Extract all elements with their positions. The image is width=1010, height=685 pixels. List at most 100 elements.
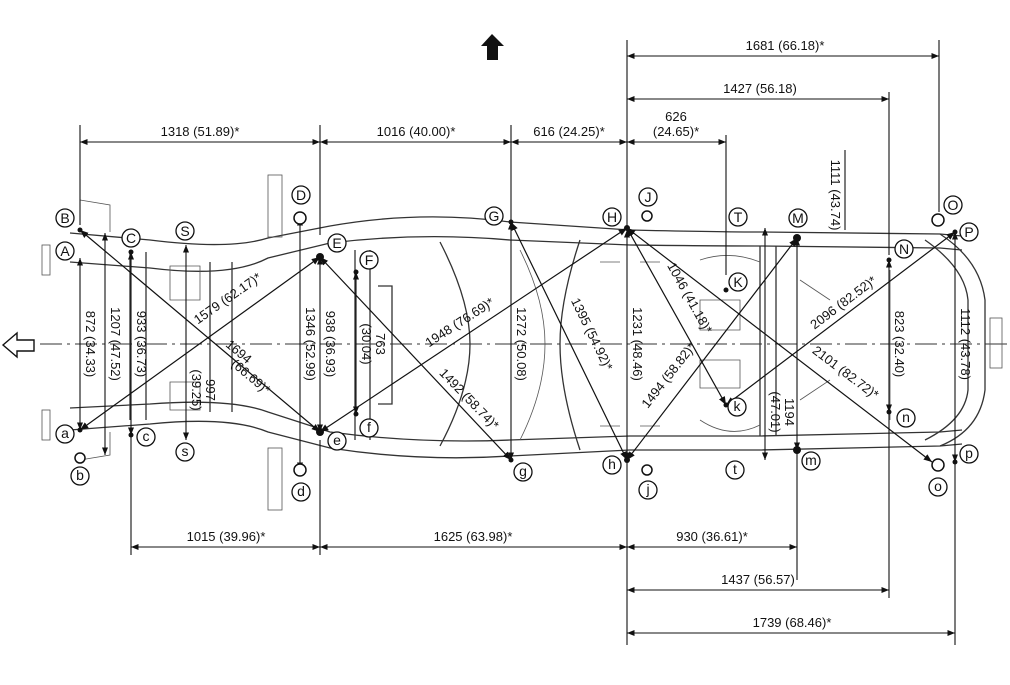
diagonal-measurements [79,221,956,463]
svg-text:d: d [297,483,305,499]
dim-2101: 2101 (82.72)* [810,343,882,402]
dim-1231: 1231 (48.46) [630,307,645,381]
dim-933: 933 (36.73) [134,311,149,378]
dimension-labels: 1318 (51.89)* 1016 (40.00)* 616 (24.25)*… [83,38,973,630]
dim-1111: 1111 (43.74) [828,160,843,231]
point-label-t: t [725,460,745,480]
svg-text:O: O [948,197,959,213]
point-label-S: S [175,221,195,241]
dim-626-line2: (24.65)* [653,124,699,139]
svg-text:e: e [333,432,341,448]
point-label-o: o [928,477,948,497]
dim-1207: 1207 (47.52) [108,307,123,381]
dim-616: 616 (24.25)* [533,124,605,139]
svg-text:A: A [60,243,70,259]
dim-763-line1: 763 [373,333,388,355]
dim-1194-line2: (47.01) [768,391,783,432]
point-label-G: G [484,206,504,226]
dim-763-line2: (30.04) [359,323,374,364]
point-label-C: C [121,228,141,248]
point-labels-lower: a b c s d e f g h j t k m n o p [55,397,979,502]
point-label-d: d [291,482,311,502]
arrow-left-outline-icon [1,331,35,359]
point-label-J: J [638,187,658,207]
point-label-e: e [327,431,347,451]
dim-930: 930 (36.61)* [676,529,748,544]
svg-text:F: F [365,252,374,268]
svg-text:t: t [733,461,737,477]
hole-dots [77,219,958,465]
svg-text:m: m [805,452,817,468]
svg-text:k: k [734,398,742,414]
svg-text:T: T [734,209,743,225]
point-label-H: H [602,207,622,227]
dim-1112: 1112 (43.78) [958,308,973,380]
dim-1494: 1494 (58.82)* [638,340,698,411]
dim-1437: 1437 (56.57) [721,572,795,587]
svg-text:P: P [964,224,973,240]
svg-text:C: C [126,230,136,246]
svg-text:N: N [899,241,909,257]
dim-1427: 1427 (56.18) [723,81,797,96]
point-labels-upper: A B C S D E F G H J T K M N O P [55,185,979,292]
svg-text:S: S [180,223,189,239]
dim-1694-line2: (66.69)* [228,356,273,397]
svg-text:E: E [332,235,341,251]
dim-1015: 1015 (39.96)* [187,529,266,544]
dim-2096: 2096 (82.52)* [807,273,879,332]
svg-text:c: c [143,428,150,444]
svg-text:j: j [645,481,649,497]
point-label-n: n [896,408,916,428]
svg-text:f: f [367,419,371,435]
point-label-c: c [136,427,156,447]
point-label-j: j [638,480,658,500]
svg-text:a: a [61,425,69,441]
point-label-m: m [801,451,821,471]
point-label-M: M [788,208,808,228]
dim-1016: 1016 (40.00)* [377,124,456,139]
svg-text:n: n [902,409,910,425]
dim-823: 823 (32.40) [892,311,907,378]
svg-text:p: p [965,445,973,461]
point-label-P: P [959,222,979,242]
dim-1739: 1739 (68.46)* [753,615,832,630]
dim-997-line2: (39.25) [189,369,204,410]
dim-1625: 1625 (63.98)* [434,529,513,544]
dim-1046: 1046 (41.18)* [664,260,715,336]
point-label-f: f [359,418,379,438]
svg-text:s: s [182,443,189,459]
dim-626-line1: 626 [665,109,687,124]
svg-text:B: B [60,210,69,226]
point-label-O: O [943,195,963,215]
point-label-A: A [55,241,75,261]
point-label-h: h [602,455,622,475]
dim-1194-line1: 1194 [782,398,797,426]
point-label-E: E [327,233,347,253]
dim-1318: 1318 (51.89)* [161,124,240,139]
point-label-a: a [55,424,75,444]
svg-text:h: h [608,456,616,472]
point-label-D: D [291,185,311,205]
svg-text:M: M [792,210,804,226]
point-label-b: b [70,466,90,486]
dim-1492: 1492 (58.74)* [436,365,502,432]
point-label-F: F [359,250,379,270]
point-label-B: B [55,208,75,228]
svg-text:G: G [489,208,500,224]
svg-text:b: b [76,467,84,483]
dim-938: 938 (36.93) [323,311,338,378]
point-label-s: s [175,442,195,462]
svg-text:J: J [645,189,652,205]
point-label-T: T [728,207,748,227]
svg-text:o: o [934,478,942,494]
dim-997-line1: 997 [203,379,218,401]
dim-1346: 1346 (52.99) [303,307,318,381]
point-label-N: N [894,239,914,259]
point-label-K: K [728,272,748,292]
svg-text:H: H [607,209,617,225]
mount-holes [74,210,945,477]
dim-872: 872 (34.33) [83,311,98,378]
svg-text:D: D [296,187,306,203]
point-label-g: g [513,462,533,482]
